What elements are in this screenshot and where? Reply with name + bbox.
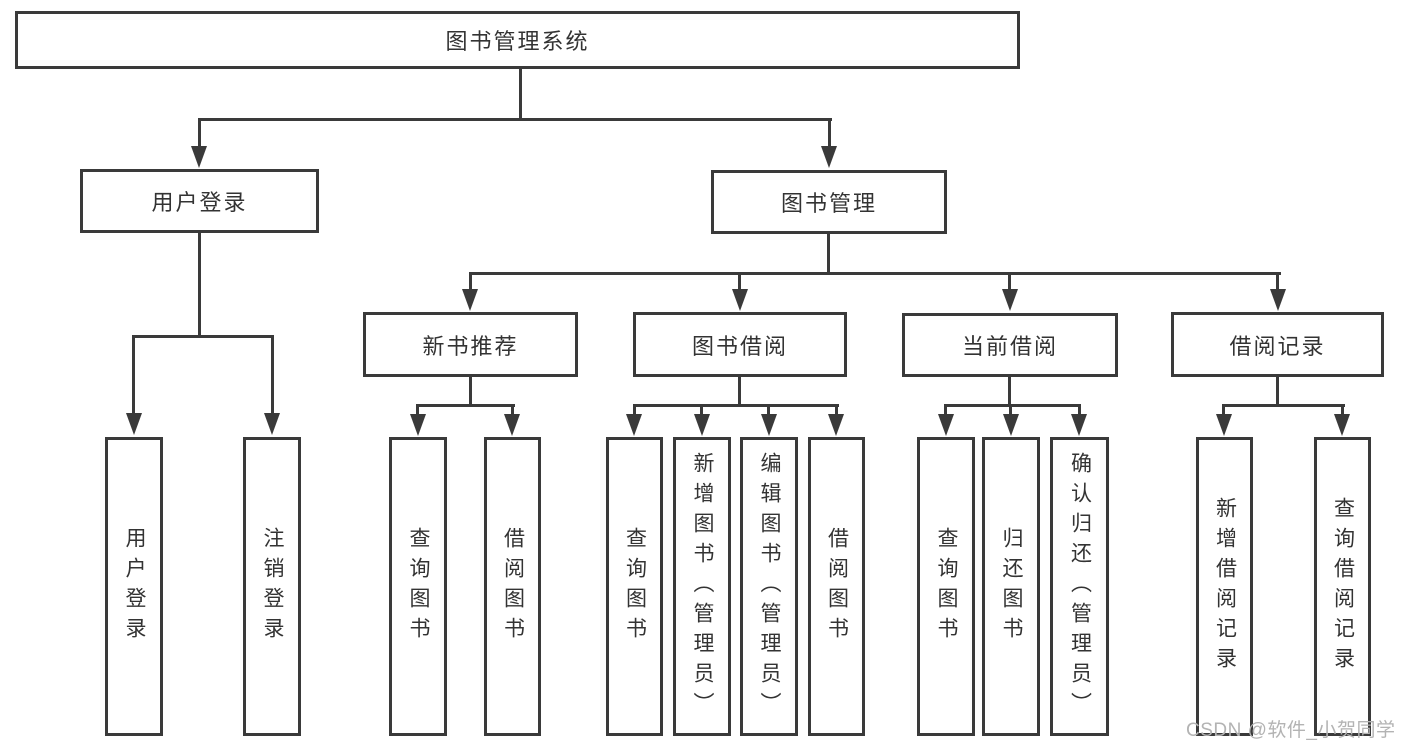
arrowhead-icon <box>410 414 426 436</box>
arrowhead-icon <box>694 414 710 436</box>
connector-line <box>633 406 636 416</box>
leaf-query-books-borrowing: 查询图书 <box>606 437 663 736</box>
connector-line <box>1008 274 1011 290</box>
arrowhead-icon <box>1003 414 1019 436</box>
connector-line <box>738 377 741 407</box>
arrowhead-icon <box>1071 414 1087 436</box>
connector-line <box>198 233 201 336</box>
arrowhead-icon <box>1216 414 1232 436</box>
connector-line <box>944 404 1081 407</box>
leaf-edit-book-admin: 编辑图书（管理员） <box>740 437 798 736</box>
leaf-borrow-books: 借阅图书 <box>808 437 865 736</box>
connector-line <box>519 68 522 119</box>
node-book-borrowing: 图书借阅 <box>633 312 847 377</box>
connector-line <box>827 234 830 274</box>
arrowhead-icon <box>462 289 478 311</box>
connector-line <box>198 118 832 121</box>
connector-line <box>132 337 135 413</box>
connector-line <box>944 406 947 416</box>
arrowhead-icon <box>761 414 777 436</box>
connector-line <box>1276 274 1279 290</box>
connector-line <box>198 120 201 148</box>
connector-line <box>511 406 514 416</box>
connector-line <box>132 335 274 338</box>
connector-line <box>469 274 472 290</box>
connector-line <box>1078 406 1081 416</box>
leaf-return-book: 归还图书 <box>982 437 1040 736</box>
connector-line <box>469 272 1281 275</box>
connector-line <box>1008 377 1011 407</box>
leaf-add-book-admin: 新增图书（管理员） <box>673 437 731 736</box>
connector-line <box>469 377 472 407</box>
connector-line <box>1276 377 1279 407</box>
node-borrowing-records: 借阅记录 <box>1171 312 1384 377</box>
arrowhead-icon <box>1270 289 1286 311</box>
arrowhead-icon <box>126 413 142 435</box>
leaf-confirm-return-admin: 确认归还（管理员） <box>1050 437 1109 736</box>
node-current-borrowing: 当前借阅 <box>902 313 1118 377</box>
arrowhead-icon <box>626 414 642 436</box>
node-root-library-system: 图书管理系统 <box>15 11 1020 69</box>
arrowhead-icon <box>828 414 844 436</box>
connector-line <box>1341 406 1344 416</box>
leaf-add-borrow-record: 新增借阅记录 <box>1196 437 1253 736</box>
leaf-query-books-recommend: 查询图书 <box>389 437 447 736</box>
csdn-watermark: CSDN @软件_小贺同学 <box>1186 720 1396 741</box>
node-user-login: 用户登录 <box>80 169 319 233</box>
arrowhead-icon <box>504 414 520 436</box>
connector-line <box>1222 406 1225 416</box>
arrowhead-icon <box>264 413 280 435</box>
arrowhead-icon <box>1002 289 1018 311</box>
connector-line <box>828 120 831 148</box>
arrowhead-icon <box>821 146 837 168</box>
connector-line <box>633 404 839 407</box>
connector-line <box>700 406 703 416</box>
connector-line <box>835 406 838 416</box>
arrowhead-icon <box>732 289 748 311</box>
connector-line <box>1222 404 1345 407</box>
connector-line <box>1009 406 1012 416</box>
arrowhead-icon <box>191 146 207 168</box>
node-book-management: 图书管理 <box>711 170 947 234</box>
connector-line <box>416 404 515 407</box>
arrowhead-icon <box>1334 414 1350 436</box>
connector-line <box>271 337 274 413</box>
leaf-query-books-current: 查询图书 <box>917 437 975 736</box>
connector-line <box>767 406 770 416</box>
leaf-query-borrow-record: 查询借阅记录 <box>1314 437 1371 736</box>
connector-line <box>416 406 419 416</box>
node-new-book-recommend: 新书推荐 <box>363 312 578 377</box>
leaf-user-login: 用户登录 <box>105 437 163 736</box>
leaf-logout: 注销登录 <box>243 437 301 736</box>
leaf-borrow-books-recommend: 借阅图书 <box>484 437 541 736</box>
arrowhead-icon <box>938 414 954 436</box>
connector-line <box>738 274 741 290</box>
